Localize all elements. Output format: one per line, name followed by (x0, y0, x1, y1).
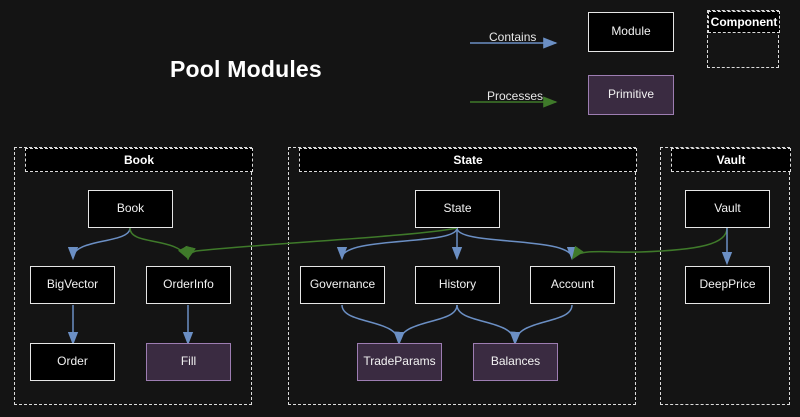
page-title: Pool Modules (170, 56, 322, 82)
node-orderinfo[interactable]: OrderInfo (146, 266, 231, 304)
node-account[interactable]: Account (530, 266, 615, 304)
legend-contains-arrow-icon (470, 37, 558, 49)
legend-processes-arrow-icon (470, 96, 558, 108)
node-book[interactable]: Book (88, 190, 173, 228)
node-tradeparams[interactable]: TradeParams (357, 343, 442, 381)
legend-primitive-box: Primitive (588, 75, 674, 115)
node-fill[interactable]: Fill (146, 343, 231, 381)
node-deepprice[interactable]: DeepPrice (685, 266, 770, 304)
node-balances[interactable]: Balances (473, 343, 558, 381)
node-bigvector[interactable]: BigVector (30, 266, 115, 304)
legend-module-box: Module (588, 12, 674, 52)
group-book-header: Book (25, 148, 253, 172)
node-vault[interactable]: Vault (685, 190, 770, 228)
node-order[interactable]: Order (30, 343, 115, 381)
legend-component-header: Component (708, 11, 780, 33)
node-governance[interactable]: Governance (300, 266, 385, 304)
legend-processes-label: Processes (487, 89, 544, 103)
group-vault-header: Vault (671, 148, 791, 172)
group-state-header: State (299, 148, 637, 172)
node-state[interactable]: State (415, 190, 500, 228)
legend-component-box: Component (707, 10, 780, 68)
legend-contains-label: Contains (489, 30, 537, 44)
node-history[interactable]: History (415, 266, 500, 304)
